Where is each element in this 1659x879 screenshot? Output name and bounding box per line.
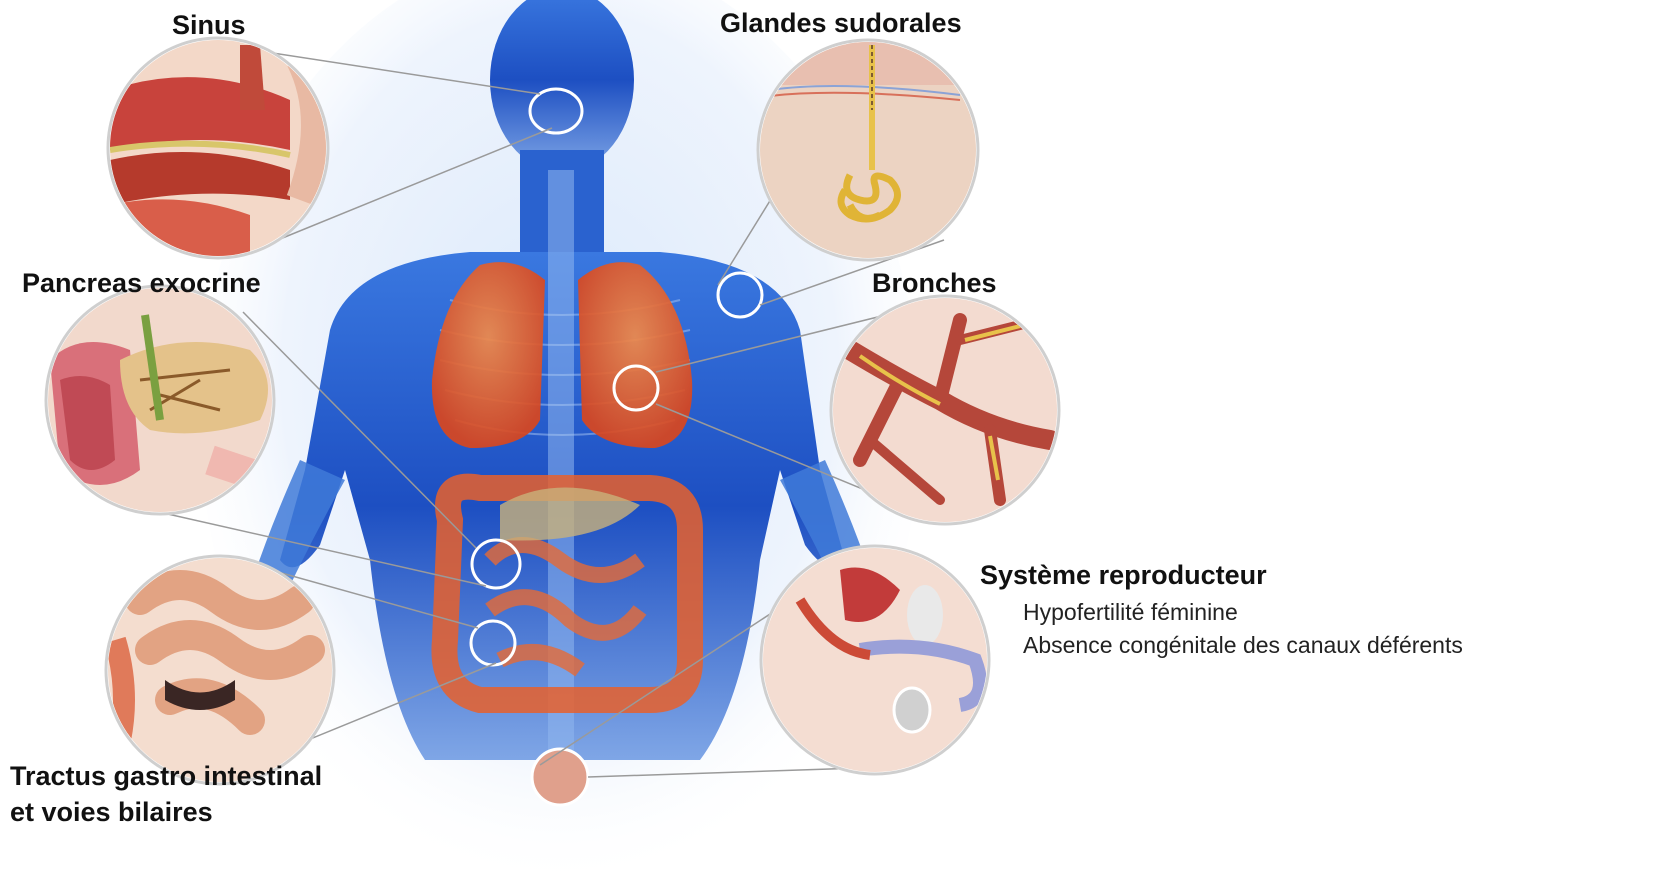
pancreas-label: Pancreas exocrine bbox=[22, 268, 261, 299]
bronchi-label: Bronches bbox=[872, 268, 997, 299]
gi-label-line2: et voies bilaires bbox=[10, 797, 213, 828]
sweat-glands-label: Glandes sudorales bbox=[720, 8, 962, 39]
reproductive-label: Système reproducteur bbox=[980, 560, 1267, 591]
sinus-label: Sinus bbox=[172, 10, 246, 41]
reproductive-detail-2: Absence congénitale des canaux déférents bbox=[1023, 632, 1463, 659]
pelvis-ring bbox=[532, 749, 588, 805]
reproductive-detail-1: Hypofertilité féminine bbox=[1023, 599, 1238, 626]
gi-label-line1: Tractus gastro intestinal bbox=[10, 761, 322, 792]
